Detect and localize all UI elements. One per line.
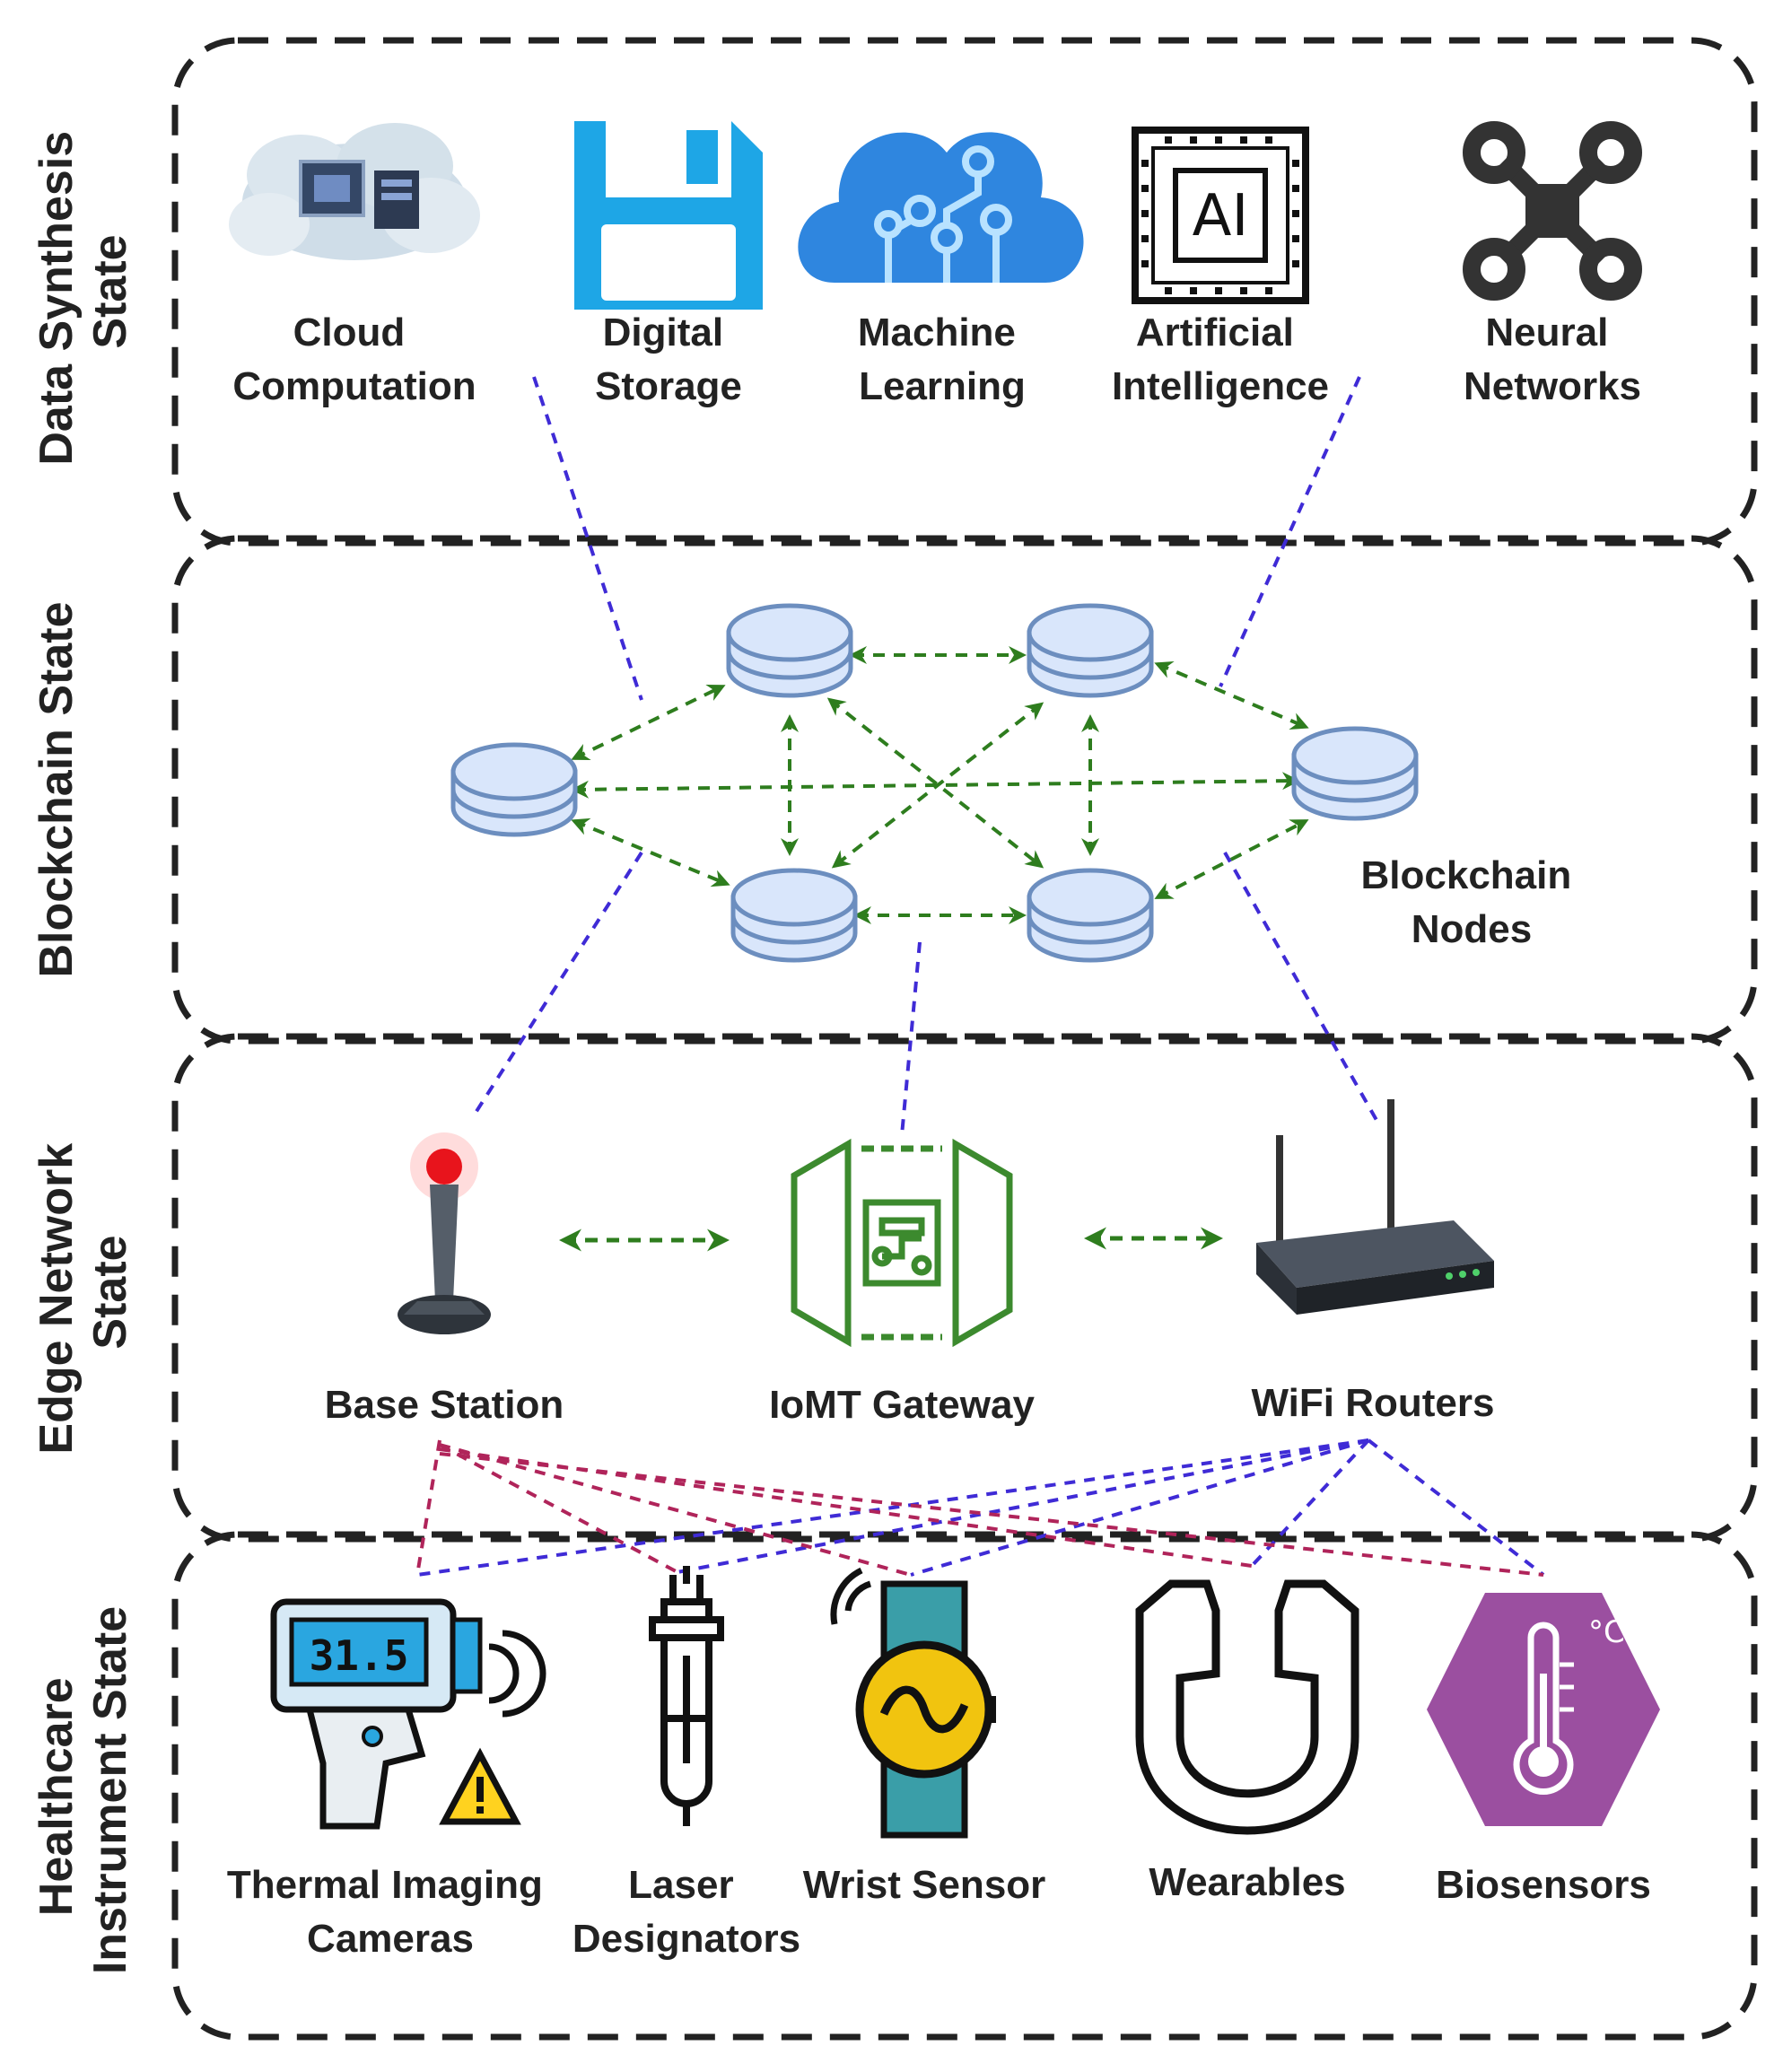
ai-chip-icon: AI [1132,127,1309,304]
thermal-display-value: 31.5 [310,1631,409,1680]
blockchain-links [571,646,1309,924]
healthcare-state-label: Healthcare Instrument State [31,1606,136,1974]
data-synthesis-container [171,37,1758,546]
artificial-intelligence-label: Artificial Intelligence [1112,310,1329,408]
iomt-gateway-icon [791,1138,1013,1348]
link-blockchain-to-router [1223,852,1379,1123]
thermal-imaging-label: Thermal Imaging Cameras [227,1863,554,1961]
red-links [415,1439,1544,1577]
wrist-sensor-icon [830,1567,996,1839]
ai-chip-text: AI [1193,183,1249,249]
neural-networks-label: Neural Networks [1464,310,1641,408]
edge-links [559,1227,1223,1252]
blockchain-node-2 [726,603,853,698]
blockchain-nodes [450,603,1419,963]
link-router-to-laser [677,1438,1369,1574]
link-n6-n4 [1154,819,1309,899]
state-containers [171,37,1758,2041]
link-router-to-wrist [910,1438,1369,1577]
links-router-to-instruments [416,1438,1369,1577]
biosensor-unit: °C [1588,1614,1625,1650]
link-base-to-thermal [415,1439,441,1576]
thermal-camera-icon: 31.5 [270,1598,546,1830]
cloud-computation-icon [229,123,480,260]
wrist-sensor-label: Wrist Sensor [803,1863,1046,1907]
link-ai-to-blockchain [1219,376,1361,687]
edge-network-container [171,1033,1758,1543]
data-synthesis-state-label: Data Synthesis State [31,118,136,465]
link-n3-n5 [831,702,1044,869]
cloud-computation-label: Cloud Computation [232,310,476,408]
link-base-to-biosensor [439,1452,1544,1577]
link-blockchain-to-gateway [900,941,922,1136]
link-router-to-biosensor [1367,1438,1545,1577]
edge-network-state-label: Edge Network State [31,1130,136,1454]
biosensors-label: Biosensors [1436,1863,1651,1907]
digital-storage-label: Digital Storage [595,310,742,408]
machine-learning-label: Machine Learning [858,310,1027,408]
blockchain-node-3 [1027,603,1154,698]
blockchain-nodes-label: Blockchain Nodes [1361,853,1583,951]
iomt-gateway-label: IoMT Gateway [769,1383,1035,1427]
machine-learning-cloud-icon [798,132,1084,284]
link-n3-n4 [1154,661,1309,730]
link-n1-n5 [571,817,730,887]
wearables-icon [1135,1579,1359,1835]
biosensor-icon: °C [1427,1593,1660,1826]
blockchain-container [171,535,1758,1045]
blockchain-node-6 [1027,868,1154,963]
wifi-router-icon [1256,1099,1494,1315]
blockchain-node-4 [1291,726,1419,821]
healthcare-container [171,1531,1758,2041]
blockchain-state-label: Blockchain State [31,601,83,977]
base-station-label: Base Station [325,1383,564,1427]
blockchain-node-5 [730,868,858,963]
laser-designators-label: Laser Designators [572,1863,800,1961]
data-synthesis-labels: Cloud Computation Digital Storage Machin… [232,310,1641,408]
link-blockchain-to-base-station [474,851,643,1115]
wifi-routers-label: WiFi Routers [1252,1381,1495,1425]
neural-network-icon [1463,121,1642,301]
laser-designator-icon [649,1566,724,1826]
base-station-icon [398,1132,491,1334]
link-n1-n2 [571,684,726,761]
link-cloud-to-blockchain [532,376,643,701]
link-base-to-laser [439,1443,678,1574]
link-base-to-wrist [439,1443,912,1577]
blockchain-node-1 [450,742,578,837]
wearables-label: Wearables [1149,1860,1345,1904]
floppy-disk-icon [574,121,763,310]
